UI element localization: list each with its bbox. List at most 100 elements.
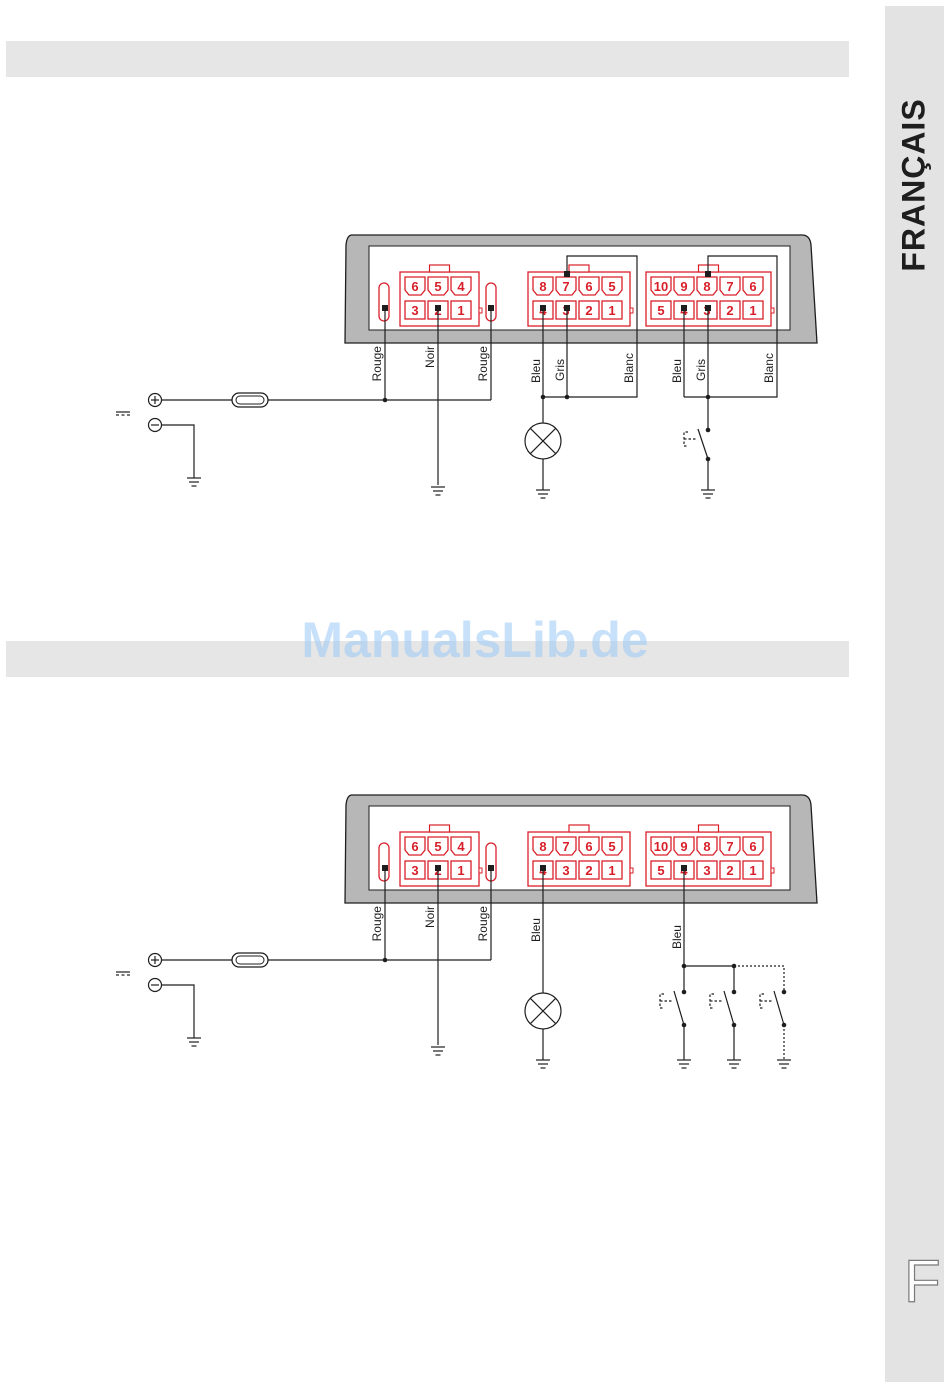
wire-label: Noir <box>423 906 437 928</box>
pin-cell-bottom: 2 <box>579 861 599 879</box>
pin-cell-top: 6 <box>743 837 763 855</box>
pin-number: 1 <box>749 863 756 878</box>
pin-cell-bottom: 1 <box>602 861 622 879</box>
pin-cell-bottom: 3 <box>697 861 717 879</box>
ground-symbol <box>701 490 715 498</box>
wire-label: Rouge <box>476 346 490 382</box>
pin-cell-top: 8 <box>533 837 553 855</box>
pin-number: 8 <box>703 279 710 294</box>
pin-contact <box>435 305 441 311</box>
pin-number: 6 <box>749 839 756 854</box>
pin-cell-bottom: 2 <box>579 301 599 319</box>
pin-cell-top: 5 <box>602 837 622 855</box>
connector-key <box>479 308 482 313</box>
wire-junction <box>706 395 711 400</box>
pin-cell-bottom: 1 <box>743 301 763 319</box>
pin-number: 9 <box>680 839 687 854</box>
watermark: ManualsLib.de <box>301 611 648 669</box>
pin-contact <box>564 271 570 277</box>
connector-6-pin: 654321 <box>400 825 482 886</box>
wire-junction <box>782 990 787 995</box>
pin-cell-bottom: 1 <box>451 861 471 879</box>
ground-symbol <box>536 1060 550 1068</box>
pin-cell-bottom: 2 <box>720 301 740 319</box>
pin-contact <box>681 865 687 871</box>
pin-number: 2 <box>585 303 592 318</box>
pin-number: 6 <box>411 279 418 294</box>
pin-number: 3 <box>703 863 710 878</box>
pin-contact <box>435 865 441 871</box>
lamp-icon <box>525 993 561 1029</box>
pin-number: 4 <box>457 279 465 294</box>
pin-cell-top: 4 <box>451 277 471 295</box>
wire-junction <box>682 964 687 969</box>
pin-cell-top: 7 <box>720 277 740 295</box>
wire-label: Bleu <box>529 918 543 942</box>
pin-cell-top: 5 <box>428 277 448 295</box>
switch-icon <box>660 990 686 1028</box>
pin-cell-top: 9 <box>674 837 694 855</box>
connector-key <box>630 308 633 313</box>
pin-cell-bottom: 2 <box>720 861 740 879</box>
pin-cell-bottom: 3 <box>405 301 425 319</box>
wire-junction <box>383 958 388 963</box>
wire-junction <box>732 964 737 969</box>
wire-junction <box>565 395 570 400</box>
fuse-holder-left <box>379 843 389 881</box>
switch-actuator <box>710 994 722 1008</box>
wire-junction <box>383 398 388 403</box>
pin-cell-top: 10 <box>651 277 671 295</box>
pin-number: 1 <box>608 863 615 878</box>
pin-number: 3 <box>411 303 418 318</box>
pin-number: 4 <box>457 839 465 854</box>
pin-number: 10 <box>654 839 668 854</box>
wire-junction <box>706 428 711 433</box>
pin-contact <box>681 305 687 311</box>
pin-cell-bottom: 1 <box>451 301 471 319</box>
pin-cell-top: 5 <box>602 277 622 295</box>
dc-symbol <box>116 972 130 975</box>
connector-key <box>771 868 774 873</box>
pin-cell-bottom: 3 <box>405 861 425 879</box>
switch-actuator <box>760 994 772 1008</box>
wire-label: Bleu <box>670 359 684 383</box>
connector-key <box>771 308 774 313</box>
inline-fuse <box>232 393 268 407</box>
pin-contact <box>488 865 494 871</box>
pin-number: 2 <box>726 303 733 318</box>
pin-number: 8 <box>703 839 710 854</box>
pin-number: 5 <box>657 863 664 878</box>
pin-cell-top: 8 <box>697 277 717 295</box>
wire-junction <box>732 990 737 995</box>
switch-icon <box>710 990 736 1028</box>
pin-number: 7 <box>562 839 569 854</box>
pin-number: 1 <box>749 303 756 318</box>
connector-8-pin: 87654321 <box>528 825 633 886</box>
ground-symbol <box>677 1060 691 1068</box>
pin-number: 7 <box>726 279 733 294</box>
switch-actuator <box>684 432 696 446</box>
switch-contact <box>698 429 708 459</box>
pin-cell-bottom: 3 <box>556 861 576 879</box>
connector-key <box>630 868 633 873</box>
ground-symbol <box>187 478 201 486</box>
pin-contact <box>382 865 388 871</box>
connector-latch <box>569 265 589 272</box>
wiring-diagram-2: 6543218765432110987654321RougeNoirRougeB… <box>116 795 817 1068</box>
pin-contact <box>540 865 546 871</box>
pin-cell-top: 6 <box>405 837 425 855</box>
inline-fuse <box>232 953 268 967</box>
pin-cell-bottom: 1 <box>743 861 763 879</box>
pin-contact <box>540 305 546 311</box>
pin-number: 5 <box>608 279 615 294</box>
wire-switch-optional <box>734 966 784 992</box>
switch-contact <box>674 991 684 1025</box>
ground-symbol <box>187 1038 201 1046</box>
pin-cell-bottom: 5 <box>651 301 671 319</box>
pin-number: 1 <box>457 303 464 318</box>
pin-number: 7 <box>726 839 733 854</box>
pin-cell-top: 6 <box>743 277 763 295</box>
wire-label: Blanc <box>762 353 776 383</box>
pin-number: 8 <box>539 839 546 854</box>
switch-contact <box>774 991 784 1025</box>
